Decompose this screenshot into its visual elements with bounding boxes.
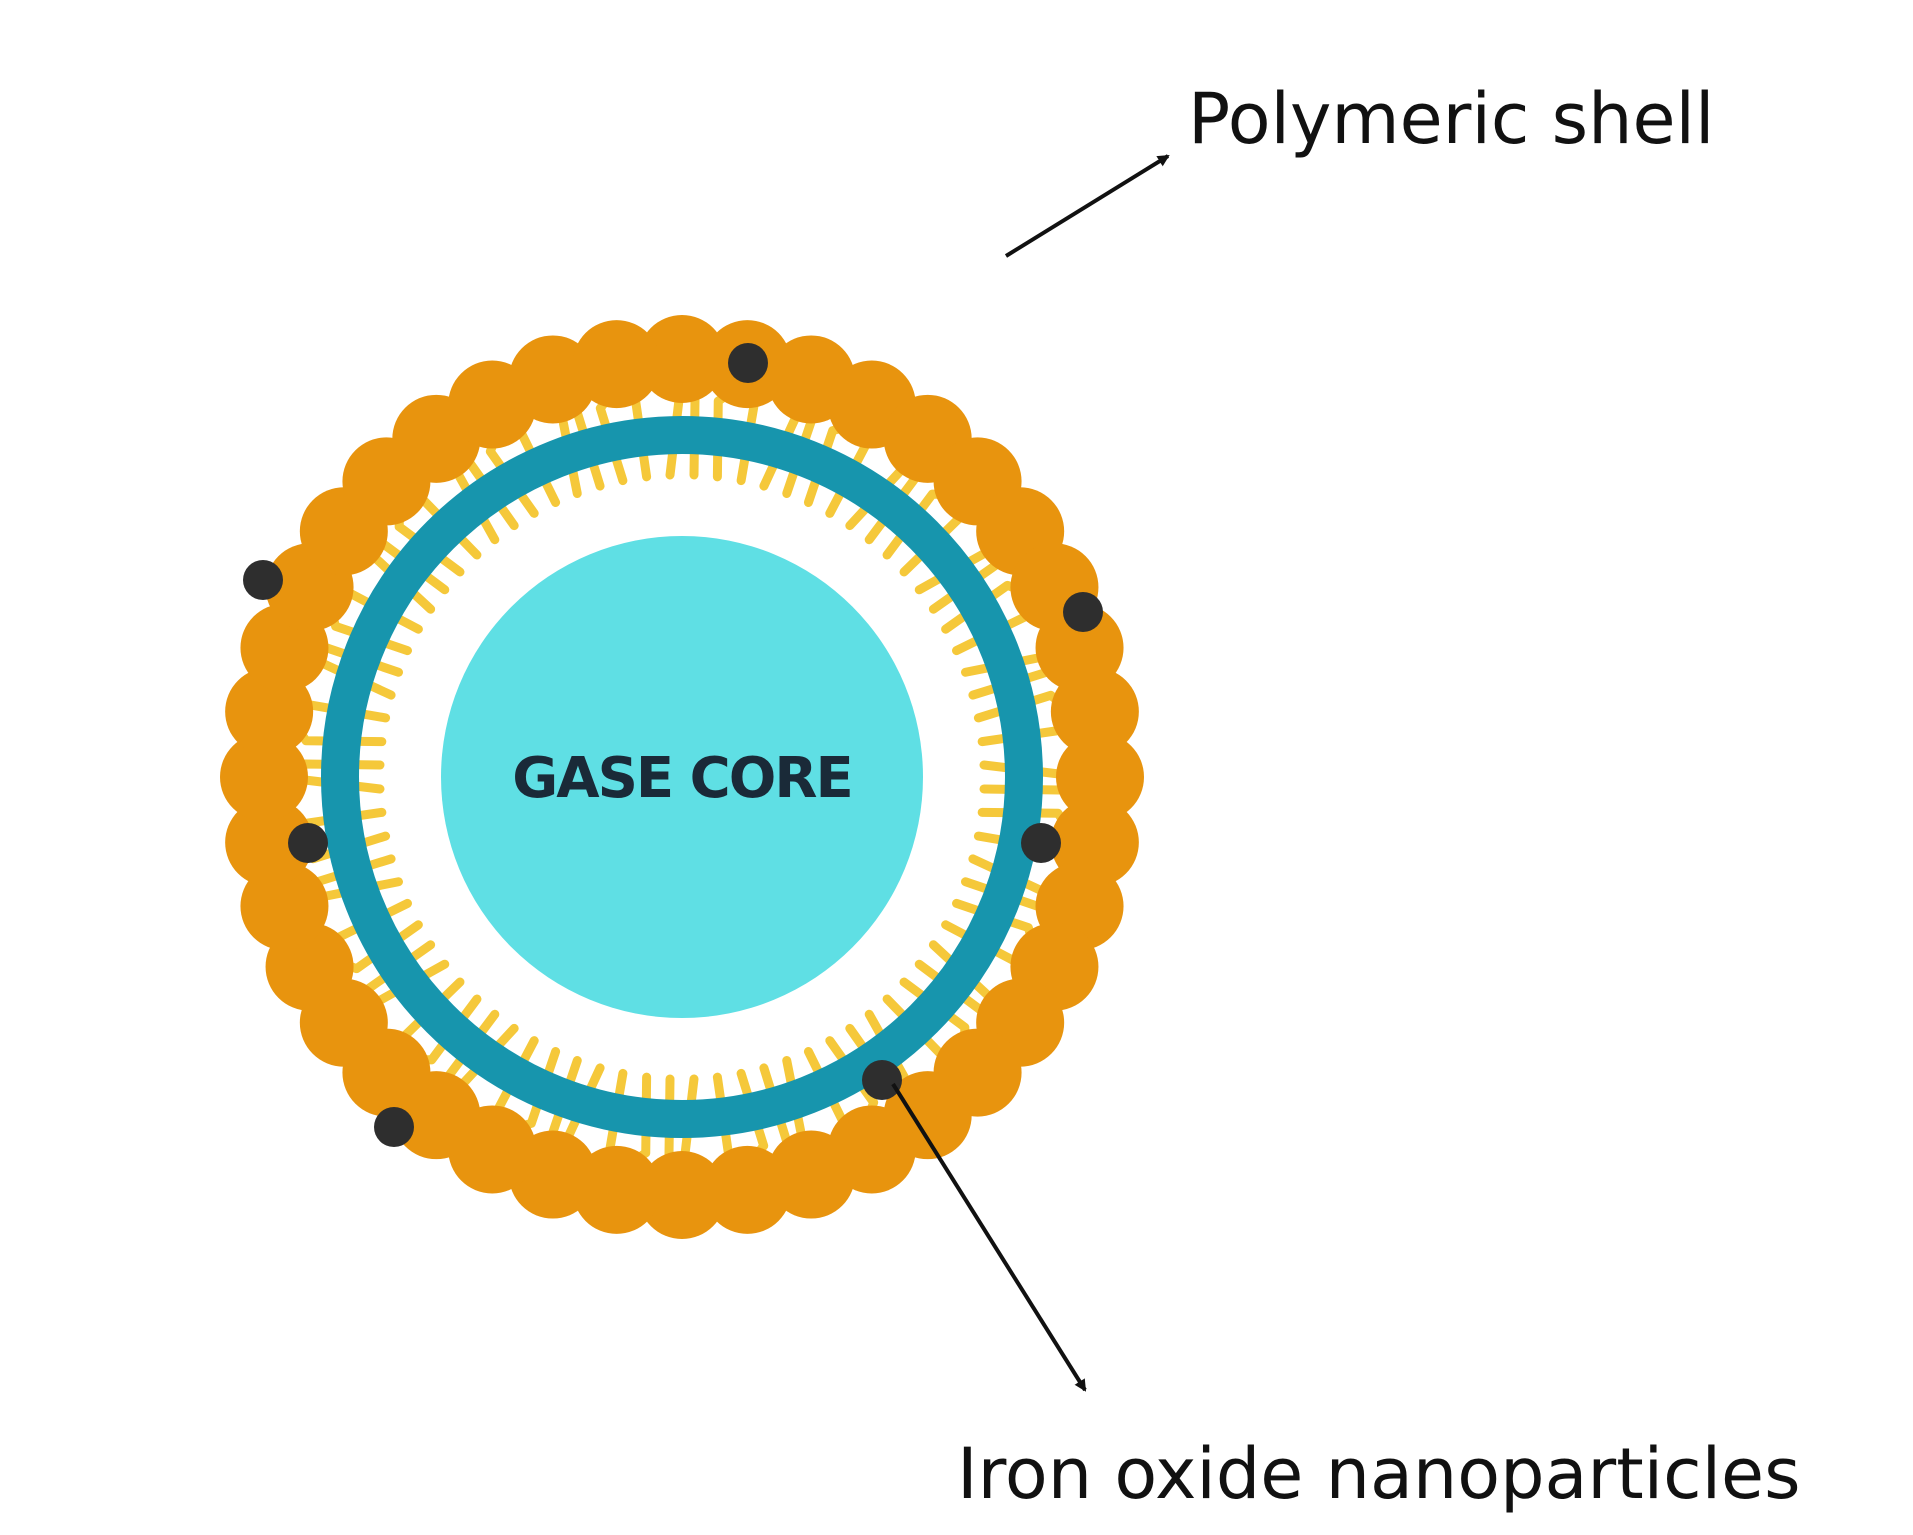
lipid-head-icon <box>703 1145 792 1234</box>
lipid-head-icon <box>638 315 726 403</box>
core-label: GASE CORE <box>512 746 851 811</box>
gas-core <box>441 536 923 1018</box>
nanoparticle-icon <box>374 1107 414 1147</box>
nanoparticle-icon <box>1021 823 1061 863</box>
nanoparticle-icon <box>243 560 283 600</box>
shell-label: Polymeric shell <box>1188 78 1714 160</box>
nanoparticles-label: Iron oxide nanoparticles <box>957 1433 1801 1515</box>
lipid-head-icon <box>572 320 661 409</box>
lipid-head-icon <box>1056 733 1144 821</box>
lipid-head-icon <box>1050 667 1139 756</box>
nanoparticle-arrow <box>891 1082 1087 1392</box>
nanoparticle-icon <box>728 343 768 383</box>
nanoparticle-icon <box>288 823 328 863</box>
nanoparticle-icon <box>1063 592 1103 632</box>
lipid-heads <box>220 315 1144 1239</box>
shell-arrow <box>1004 154 1170 258</box>
iron-oxide-nanoparticles <box>243 343 1103 1147</box>
inner-shell-ring <box>321 416 1043 1138</box>
lipid-head-icon <box>225 798 314 887</box>
lipid-head-icon <box>220 733 308 821</box>
nanoparticle-icon <box>862 1060 902 1100</box>
lipid-head-icon <box>638 1151 726 1239</box>
